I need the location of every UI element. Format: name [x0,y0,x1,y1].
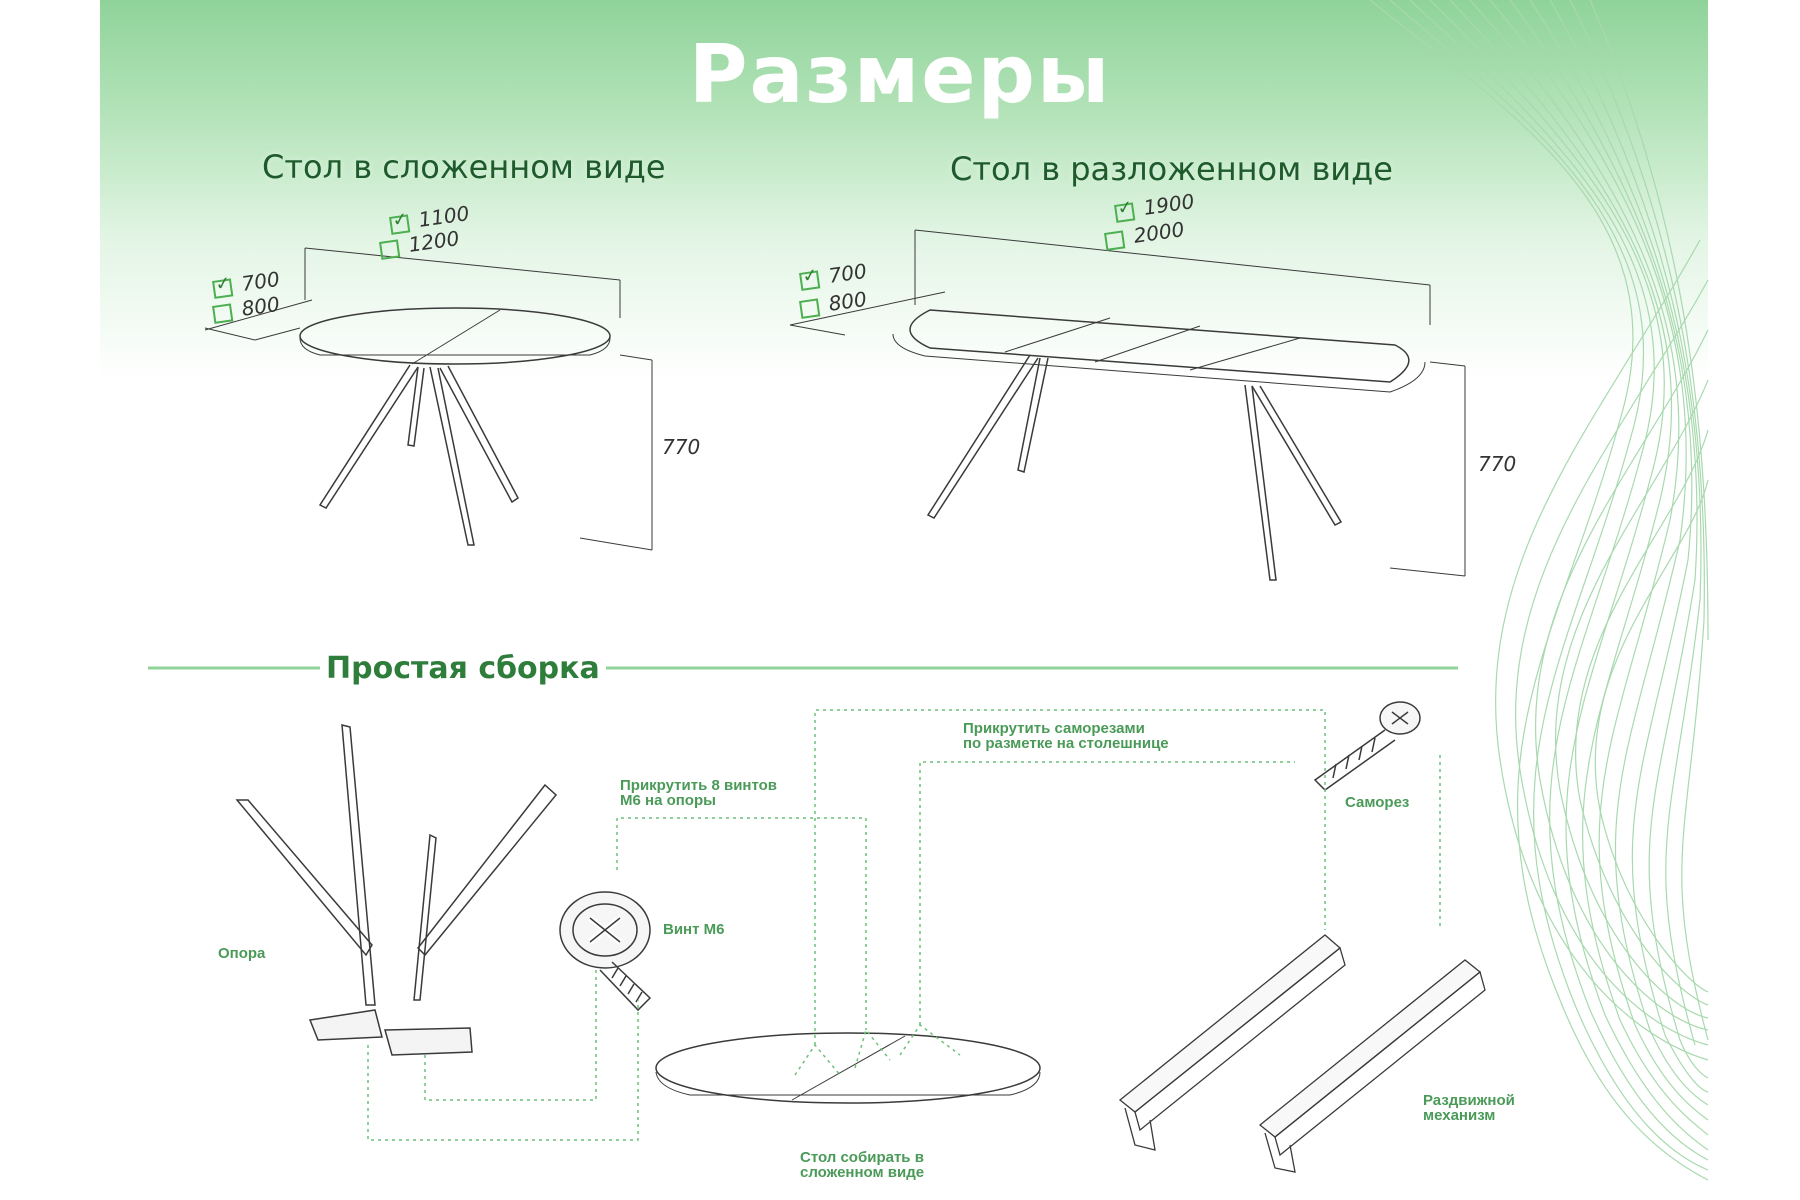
folded-height-label: 770 [662,435,701,459]
bolt-label: Винт М6 [663,921,725,938]
assembly-tabletop-drawing [655,1032,1041,1104]
bolts-note-line2: М6 на опоры [620,792,716,809]
assembly-heading: Простая сборка [320,651,606,686]
decorative-wave-lines [1369,0,1709,1181]
checkbox-checked-icon [1113,201,1136,223]
screws-note-line2: по разметке на столешнице [963,735,1169,752]
mechanism-label-line1: Раздвижной [1423,1092,1515,1109]
assemble-note-line1: Стол собирать в [800,1149,924,1166]
unfolded-heading: Стол в разложенном виде [950,150,1393,188]
checkbox-checked-icon [388,213,411,235]
screw-label: Саморез [1345,794,1410,811]
checkbox-empty-icon [1103,229,1126,251]
support-drawing [235,724,558,1056]
bolt-m6-drawing [559,891,652,1012]
guide-lines [367,709,1441,1141]
checkbox-empty-icon [798,297,821,319]
unfolded-table-drawing [789,229,1466,581]
screws-note-line1: Прикрутить саморезами [963,720,1145,737]
checkbox-empty-icon [378,238,401,260]
folded-heading: Стол в сложенном виде [262,148,666,186]
checkbox-checked-icon [798,269,821,291]
bolts-note-line1: Прикрутить 8 винтов [620,777,778,794]
support-label: Опора [218,945,266,962]
mechanism-label-line2: механизм [1423,1107,1496,1124]
folded-table-drawing [204,247,653,551]
screw-drawing [1313,701,1421,791]
unfolded-height-label: 770 [1478,452,1517,476]
checkbox-checked-icon [211,277,234,299]
checkbox-empty-icon [211,302,234,324]
assemble-note-line2: сложенном виде [800,1164,925,1181]
extension-mechanism-drawing [1118,934,1486,1173]
page-title: Размеры [688,28,1112,121]
